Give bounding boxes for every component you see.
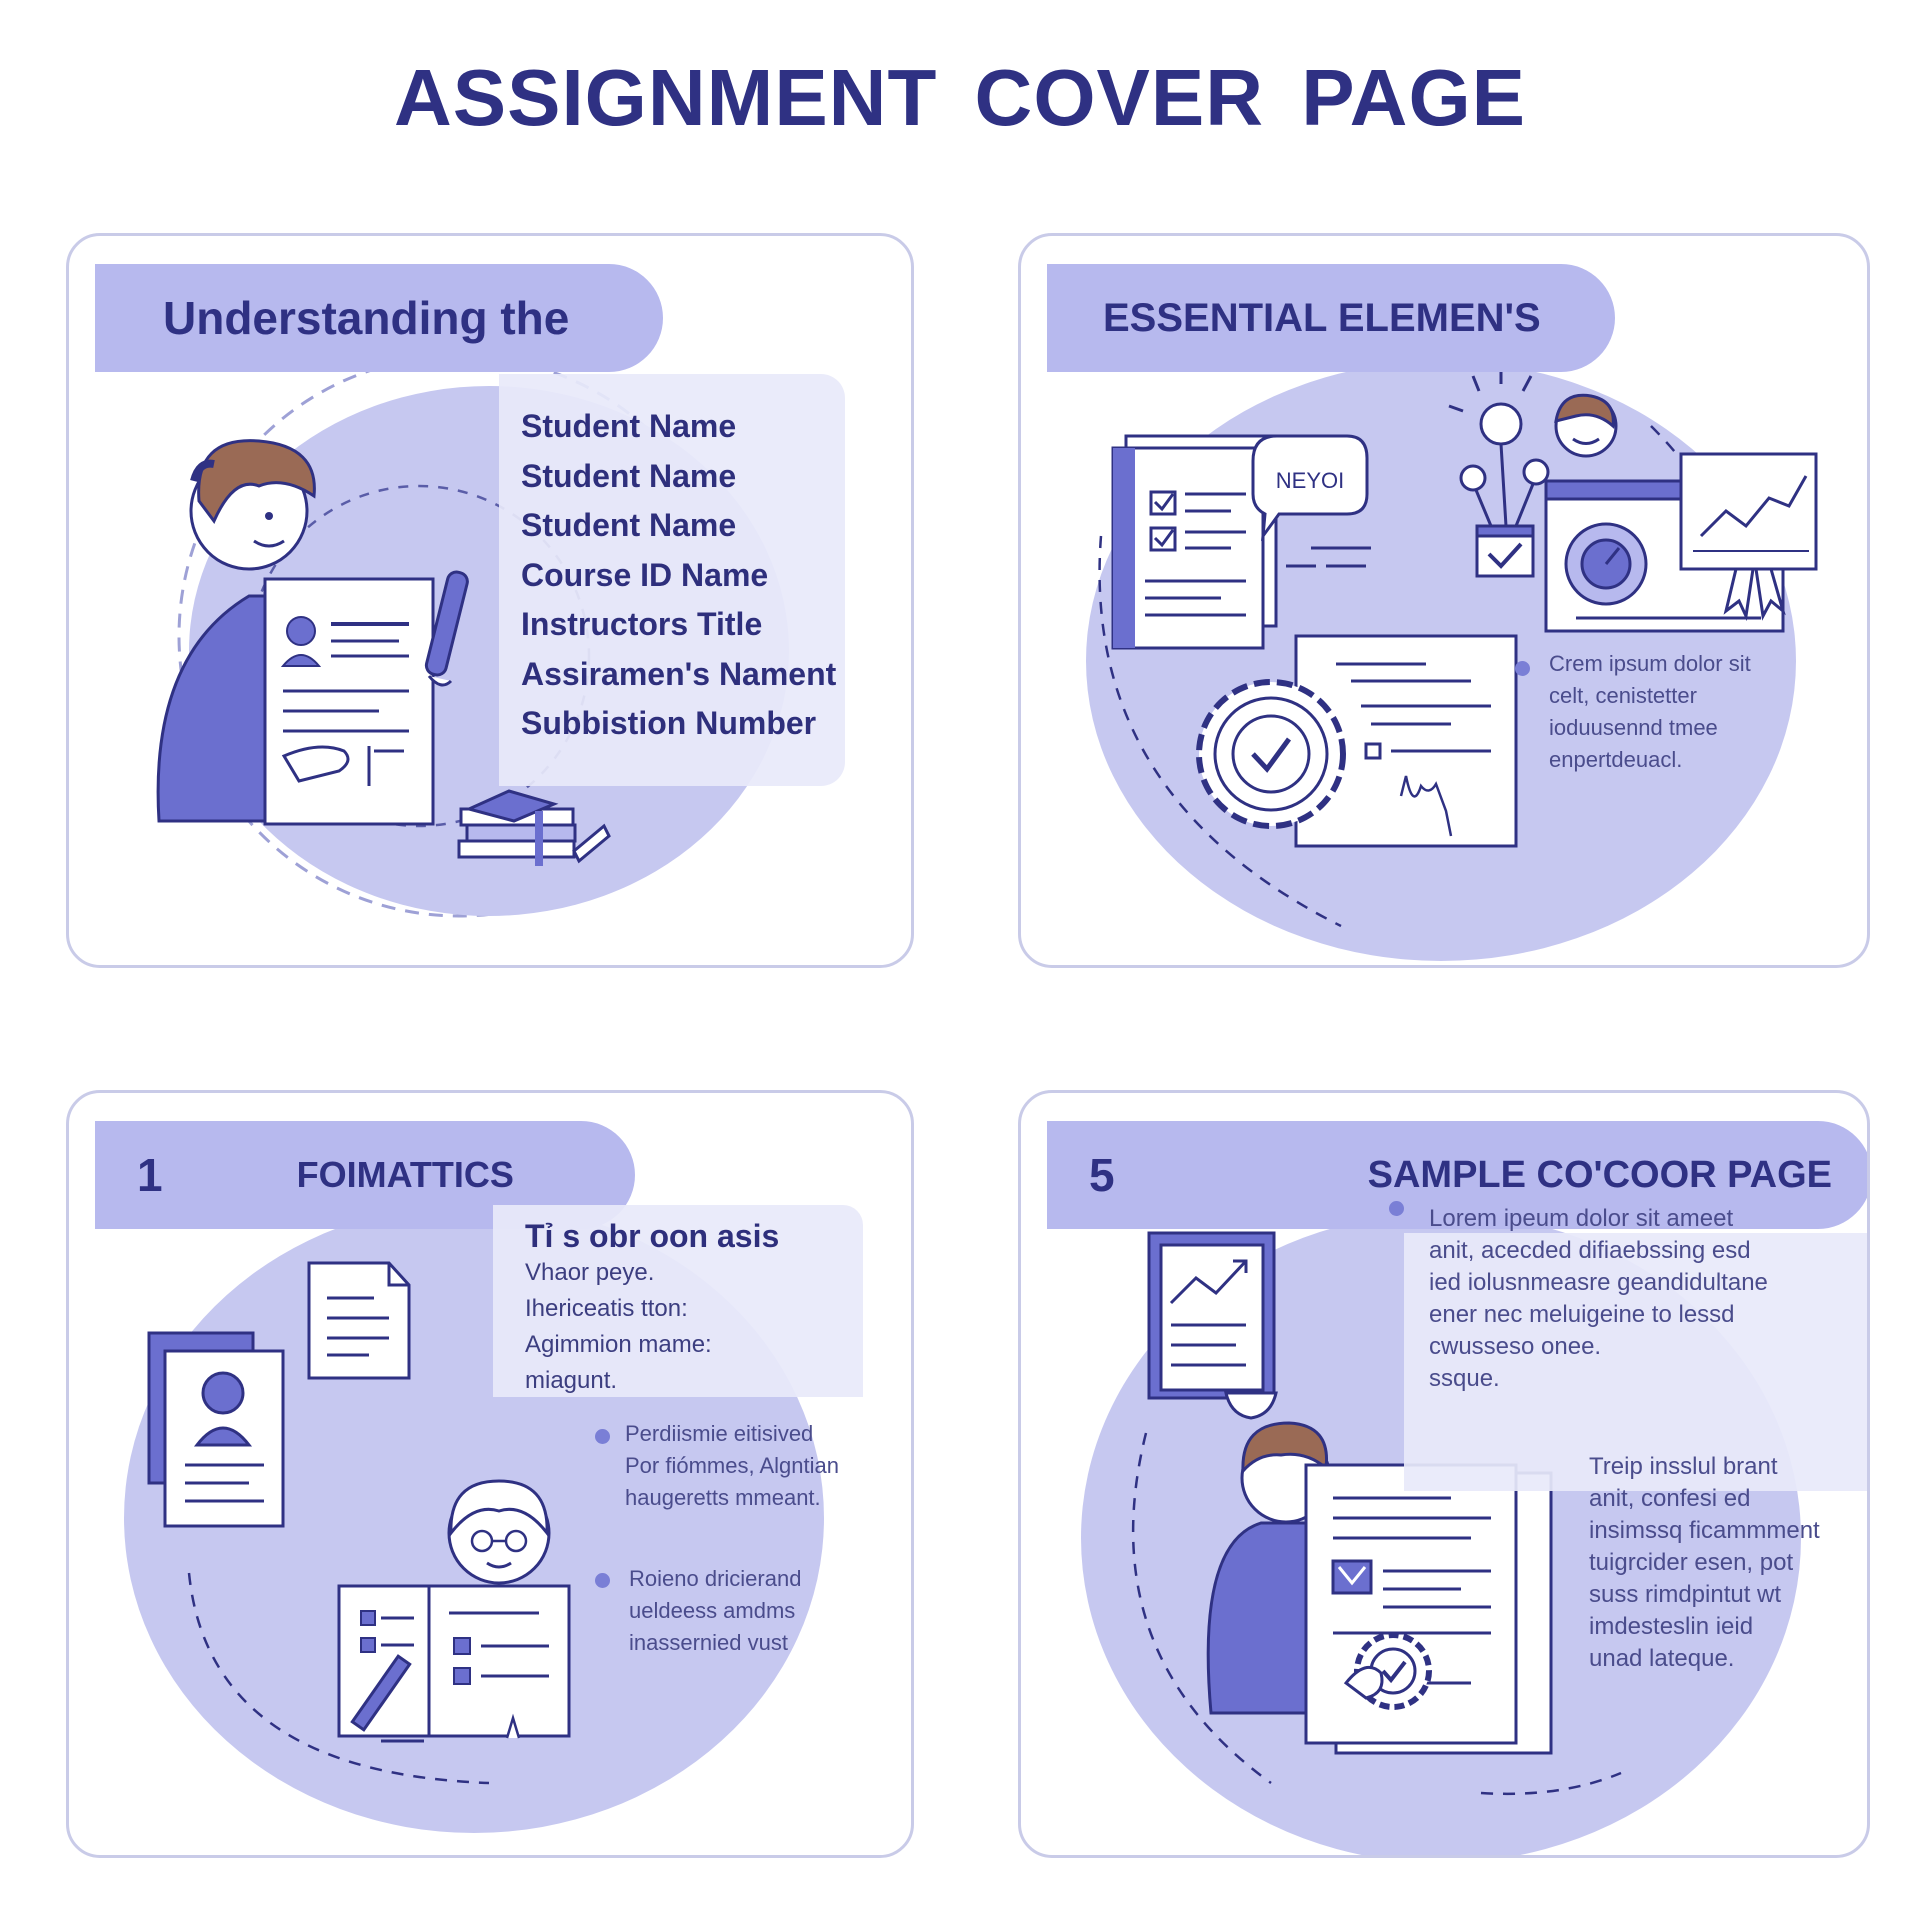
tab-essential-elements: ESSENTIAL ELEMEN'S — [1047, 264, 1615, 372]
page-title: ASSIGNMENT COVER PAGE — [393, 53, 1527, 142]
paragraph-line: tuigrcider esen, pot — [1589, 1549, 1794, 1576]
bullet-line: Por fiómmes, Algntian — [625, 1453, 839, 1478]
essential-illustration: NEYOI — [1086, 361, 1818, 961]
paragraph-line: celt, cenistetter — [1549, 683, 1697, 708]
bullet-line: ueldeess amdms — [629, 1598, 796, 1623]
person-with-glasses-icon — [447, 1479, 551, 1585]
field-assignment-name: Assiramen's Nament — [521, 655, 837, 692]
pen-icon — [424, 570, 469, 687]
checklist-document-icon — [1111, 434, 1278, 650]
paragraph-line: ener nec meluigeine to lessd — [1429, 1301, 1735, 1328]
lightbulb-icon — [1448, 368, 1550, 578]
paragraph-line: unad lateque. — [1589, 1645, 1735, 1672]
paragraph-line: imdesteslin ieid — [1589, 1613, 1754, 1640]
formatting-line: Agimmion mame: — [525, 1331, 712, 1358]
essential-paragraph: Crem ipsum dolor sit celt, cenistetter i… — [1549, 648, 1751, 776]
bullet-line: haugeretts mmeant. — [625, 1485, 821, 1510]
field-student-name: Student Name — [521, 457, 737, 494]
formatting-line: miagunt. — [525, 1367, 618, 1394]
gear-check-icon — [1343, 1632, 1432, 1710]
tab-sample-cover-page: 5 SAMPLE CO'COOR PAGE — [1047, 1121, 1867, 1229]
paragraph-line: cwusseso onee. — [1429, 1333, 1602, 1360]
tab-understanding: Understanding the — [95, 264, 663, 372]
field-submission-number: Subbistion Number — [521, 705, 817, 741]
student-holding-document-icon — [156, 439, 435, 826]
formatting-headline: Tỉ s obr oon asis — [525, 1218, 780, 1254]
award-ribbon-icon — [1723, 567, 1786, 622]
person-holding-document-icon — [1206, 1421, 1553, 1755]
sample-panel — [1404, 1233, 1867, 1491]
bullet — [1389, 1201, 1404, 1216]
paragraph-line: Lorem ipeum dolor sit ameet — [1429, 1205, 1734, 1232]
tab-label: Understanding the — [163, 292, 570, 344]
paragraph-line: anit, confesi ed — [1589, 1485, 1751, 1512]
speech-bubble-icon: NEYOI — [1251, 434, 1371, 568]
gear-check-icon — [1196, 679, 1346, 829]
card-sample-cover-page: 5 SAMPLE CO'COOR PAGE Lorem ipeum dolor … — [1018, 1090, 1870, 1858]
card-essential-elements: NEYOI — [1018, 233, 1870, 968]
sample-paragraph-2: Treip insslul brant anit, confesi ed ins… — [1589, 1451, 1820, 1675]
formatting-bullet-2: Roieno dricierand ueldeess amdms inasser… — [629, 1563, 801, 1659]
bullet-line: inassernied vust — [629, 1630, 788, 1655]
tab-label: ESSENTIAL ELEMEN'S — [1103, 295, 1541, 340]
person-icon — [1554, 393, 1618, 458]
bullet — [595, 1429, 610, 1444]
field-student-name: Student Name — [521, 507, 737, 543]
bullet-line: Roieno dricierand — [629, 1566, 802, 1591]
paragraph-line: Treip insslul brant — [1589, 1453, 1778, 1480]
formatting-panel — [493, 1205, 863, 1397]
pencil-icon — [350, 1654, 424, 1743]
books-graduation-cap-icon — [457, 789, 611, 866]
formatting-bullet-1: Perdiismie eitisived Por fiómmes, Algnti… — [625, 1418, 839, 1514]
formatting-line: Vhaor peye. — [525, 1259, 655, 1286]
paragraph-line: Crem ipsum dolor sit — [1549, 651, 1751, 676]
field-instructor-title: Instructors Title — [521, 606, 763, 642]
bullet — [595, 1573, 610, 1588]
paragraph-line: ssque. — [1429, 1365, 1500, 1392]
profile-document-icon — [147, 1331, 285, 1528]
field-student-name: Student Name — [521, 408, 737, 444]
field-course-id: Course ID Name — [521, 556, 769, 593]
speech-bubble-text: NEYOI — [1276, 468, 1344, 493]
card-understanding: Understanding the Student Name Student N… — [66, 233, 914, 968]
card-formatting: 1 FOIMATTICS Tỉ s obr oon asis Vhaor pey… — [66, 1090, 914, 1858]
formatting-line: Ihericeatis tton: — [525, 1295, 688, 1322]
bullet — [1515, 661, 1530, 676]
tab-label: FOIMATTICS — [296, 1154, 514, 1195]
paragraph-line: anit, acecded difiaebssing esd — [1429, 1237, 1751, 1264]
paragraph-line: enpertdeuacl. — [1549, 747, 1683, 772]
section-number: 1 — [137, 1149, 163, 1201]
framed-chart-icon — [1147, 1231, 1278, 1420]
paragraph-line: insimssq ficammment — [1589, 1517, 1820, 1544]
paragraph-line: suss rimdpintut wt — [1589, 1581, 1782, 1608]
tab-label: SAMPLE CO'COOR PAGE — [1367, 1153, 1832, 1196]
bullet-line: Perdiismie eitisived — [625, 1421, 814, 1446]
paragraph-line: ied iolusnmeasre geandidultane — [1429, 1269, 1768, 1296]
fields-panel: Student Name Student Name Student Name C… — [499, 374, 845, 786]
page-icon — [307, 1261, 411, 1380]
formatting-text: Tỉ s obr oon asis Vhaor peye. Ihericeati… — [525, 1218, 779, 1399]
sample-paragraph-1: Lorem ipeum dolor sit ameet anit, acecde… — [1429, 1203, 1768, 1395]
paragraph-line: ioduusennd tmee — [1549, 715, 1718, 740]
section-number: 5 — [1089, 1149, 1115, 1201]
